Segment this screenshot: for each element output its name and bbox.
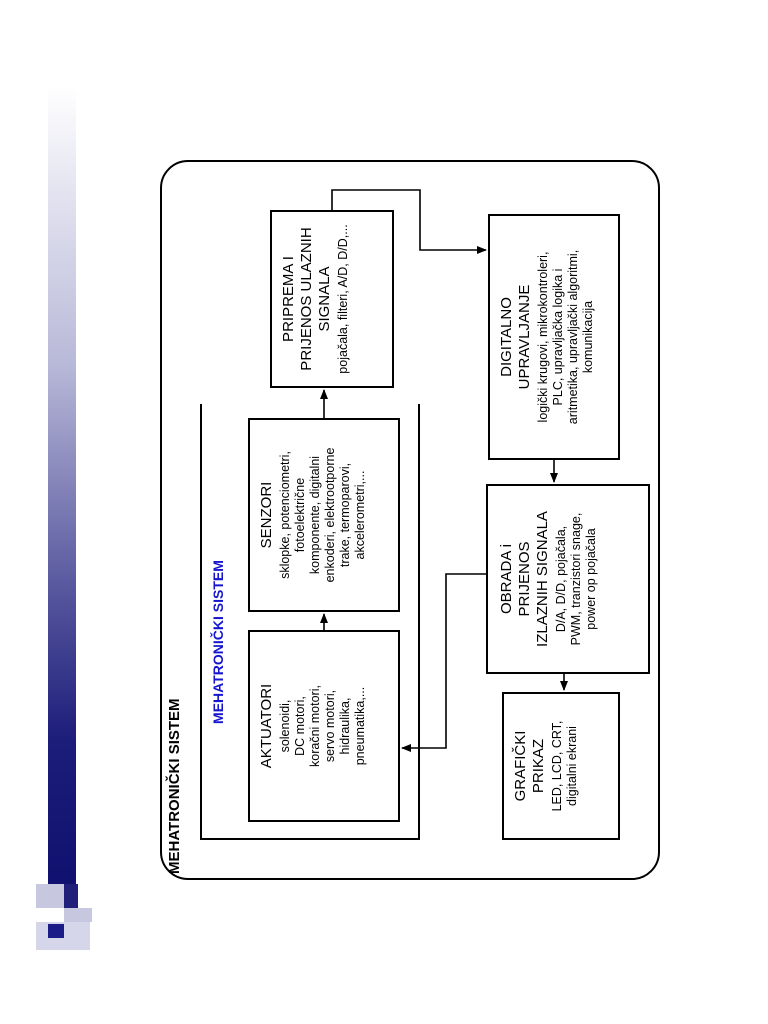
connector-lines (320, 189, 568, 752)
digitalno-description: logički krugovi, mikrokontroleri, PLC, u… (536, 249, 595, 425)
decorative-square (64, 908, 92, 922)
decorative-gradient-bar (48, 86, 76, 886)
senzori-box: SENZORI sklopke, potenciometri, fotoelek… (248, 418, 400, 612)
arrow-priprema-to-digitalno (331, 189, 487, 254)
obrada-box: OBRADA i PRIJENOS IZLAZNIH SIGNALA D/A, … (486, 484, 650, 674)
graficki-box: GRAFIČKI PRIKAZ LED, LCD, CRT, digitalni… (502, 692, 620, 840)
decorative-square (48, 924, 64, 938)
obrada-title: OBRADA i PRIJENOS IZLAZNIH SIGNALA (498, 511, 551, 647)
aktuatori-title: AKTUATORI (258, 683, 275, 769)
aktuatori-description: solenoidi, DC motori, koračni motori, se… (278, 685, 367, 767)
obrada-description: D/A, D/D, pojačala, PWM, tranzistori sna… (554, 512, 598, 646)
digitalno-box: DIGITALNO UPRAVLJANJE logički krugovi, m… (488, 214, 620, 460)
digitalno-title: DIGITALNO UPRAVLJANJE (498, 284, 533, 390)
senzori-description: sklopke, potenciometri, fotoelektrične k… (278, 447, 367, 583)
mechatronic-system-diagram: MEHATRONIČKI SISTEM MEHATRONIČKI SISTEM … (160, 160, 660, 880)
decorative-square (36, 884, 64, 908)
priprema-box: PRIPREMA I PRIJENOS ULAZNIH SIGNALA poja… (270, 210, 394, 388)
arrow-obrada-to-aktuatori (401, 573, 486, 752)
priprema-title: PRIPREMA I PRIJENOS ULAZNIH SIGNALA (280, 227, 333, 371)
graficki-description: LED, LCD, CRT, digitalni ekrani (550, 720, 579, 812)
decorative-square (64, 884, 78, 908)
graficki-title: GRAFIČKI PRIKAZ (512, 730, 547, 802)
priprema-description: pojačala, filteri, A/D, D/D,... (336, 224, 350, 374)
aktuatori-box: AKTUATORI solenoidi, DC motori, koračni … (248, 630, 400, 822)
senzori-title: SENZORI (258, 481, 275, 549)
